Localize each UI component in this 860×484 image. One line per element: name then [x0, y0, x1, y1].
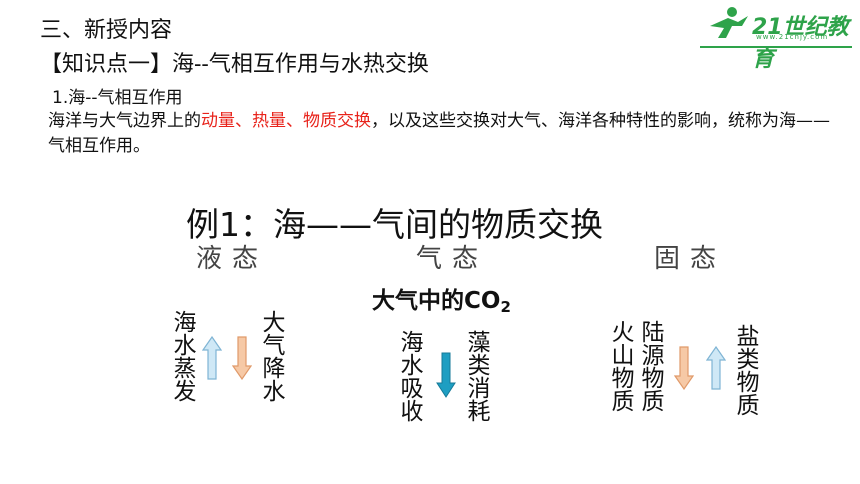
label-sea-absorption: 海水吸收 [400, 330, 424, 425]
header-divider [700, 46, 852, 48]
state-label-gas: 气态 [416, 244, 489, 274]
example-title: 例1：海——气间的物质交换 [186, 205, 603, 244]
label-salt-matter: 盐类物质 [736, 324, 760, 419]
co2-title: 大气中的CO2 [372, 288, 511, 316]
label-terrigenous-matter: 陆源物质 [641, 320, 665, 415]
label-volcanic-matter: 火山物质 [611, 320, 635, 415]
arrow-down-teal-icon [436, 352, 456, 398]
sub-heading: 1.海--气相互作用 [52, 88, 183, 108]
body-highlight: 动量、热量、物质交换 [201, 111, 371, 131]
logo-url: www.21cnjy.com [756, 33, 829, 41]
arrow-up-icon [202, 336, 222, 380]
arrow-up-icon-solid [706, 346, 726, 390]
state-label-liquid: 液态 [196, 244, 269, 274]
arrow-down-icon [232, 336, 252, 380]
arrow-down-icon-solid [674, 346, 694, 390]
body-text-part2: ，以及这些交换对大气、海洋各种特性的影响，统称为海——气相互作用。 [48, 111, 830, 156]
logo-text: 21世纪教育 [752, 15, 849, 72]
section-title: 三、新授内容 [40, 18, 173, 43]
label-precipitation: 大气降水 [262, 310, 286, 405]
brand-logo-icon [710, 7, 748, 38]
label-sea-evaporation: 海水蒸发 [173, 310, 197, 405]
knowledge-point-title: 【知识点一】海--气相互作用与水热交换 [40, 52, 429, 77]
body-paragraph: 海洋与大气边界上的动量、热量、物质交换，以及这些交换对大气、海洋各种特性的影响，… [48, 109, 838, 159]
label-algae-consumption: 藻类消耗 [467, 330, 491, 425]
body-text-part1: 海洋与大气边界上的 [48, 111, 201, 131]
state-label-solid: 固态 [654, 244, 727, 274]
